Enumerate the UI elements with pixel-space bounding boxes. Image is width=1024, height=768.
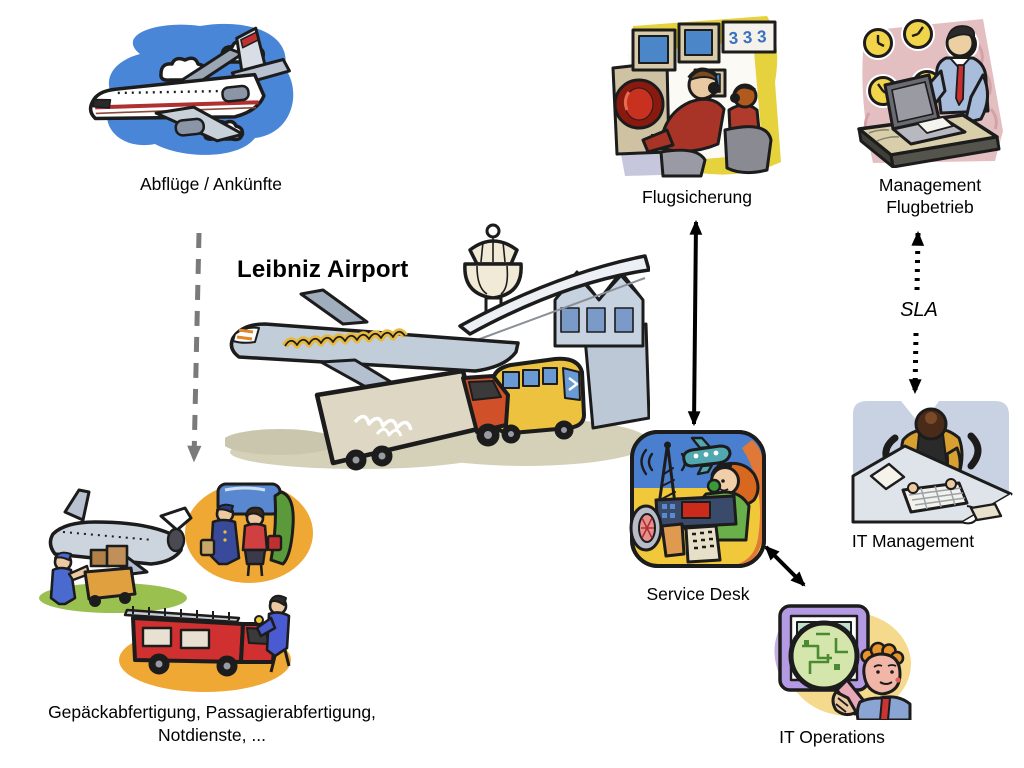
arrow-flugsicherung-service-desk xyxy=(687,219,703,427)
controller-one-icon xyxy=(641,67,726,154)
arrivals-label: Abflüge / Ankünfte xyxy=(139,174,283,194)
ground-services-illustration xyxy=(39,482,313,692)
manager-icon xyxy=(907,25,990,125)
magnifier-icon xyxy=(788,620,870,716)
ground-services-label-line1: Gepäckabfertigung, Passagierabfertigung, xyxy=(48,702,376,722)
it-management-label: IT Management xyxy=(851,531,975,551)
control-tower-icon xyxy=(463,223,523,320)
truck-icon xyxy=(314,368,510,471)
ground-services-label-line2: Notdienste, ... xyxy=(158,725,266,745)
hand-icon xyxy=(831,690,858,717)
arrow-sla-lower xyxy=(908,332,922,395)
passengers-icon xyxy=(199,482,295,577)
management-flugbetrieb-label-line1: Management xyxy=(878,175,982,195)
technician-icon xyxy=(855,641,912,720)
console-icon xyxy=(629,494,738,564)
management-flugbetrieb-label: Management Flugbetrieb xyxy=(844,174,1016,218)
fire-truck-icon xyxy=(123,606,277,677)
baggage-cart-icon xyxy=(83,544,137,607)
svg-text:3 3 3: 3 3 3 xyxy=(728,27,767,48)
baggage-worker-icon xyxy=(49,551,91,606)
ground-services-label: Gepäckabfertigung, Passagierabfertigung,… xyxy=(18,701,406,747)
chairs-icon xyxy=(659,125,773,178)
arrow-sla-upper xyxy=(911,230,925,292)
small-plane-icon xyxy=(682,436,732,476)
airport-title: Leibniz Airport xyxy=(237,256,409,283)
airport-illustration xyxy=(225,223,650,471)
jet-plane-icon xyxy=(88,26,291,143)
it-operations-label: IT Operations xyxy=(779,727,885,747)
sla-label: SLA xyxy=(900,299,938,321)
it-management-illustration xyxy=(851,401,1013,525)
management-flugbetrieb-label-line2: Flugbetrieb xyxy=(886,197,974,217)
manager-laptop-clocks-illustration xyxy=(857,17,1003,168)
arrow-arrivals-to-ground-services xyxy=(187,232,202,463)
laptop-desk-icon xyxy=(857,73,1001,168)
terminal-building-icon xyxy=(458,254,650,430)
bus-icon xyxy=(490,356,586,444)
flugsicherung-label: Flugsicherung xyxy=(642,187,752,207)
air-traffic-control-room-illustration: 3 3 3 xyxy=(611,16,781,178)
airplane-in-sky-illustration xyxy=(88,23,294,155)
service-desk-illustration xyxy=(629,430,766,568)
firefighter-icon xyxy=(255,594,291,673)
it-operations-illustration xyxy=(774,604,912,720)
service-desk-label: Service Desk xyxy=(646,584,750,604)
desk-keyboard-icon xyxy=(851,444,1013,525)
